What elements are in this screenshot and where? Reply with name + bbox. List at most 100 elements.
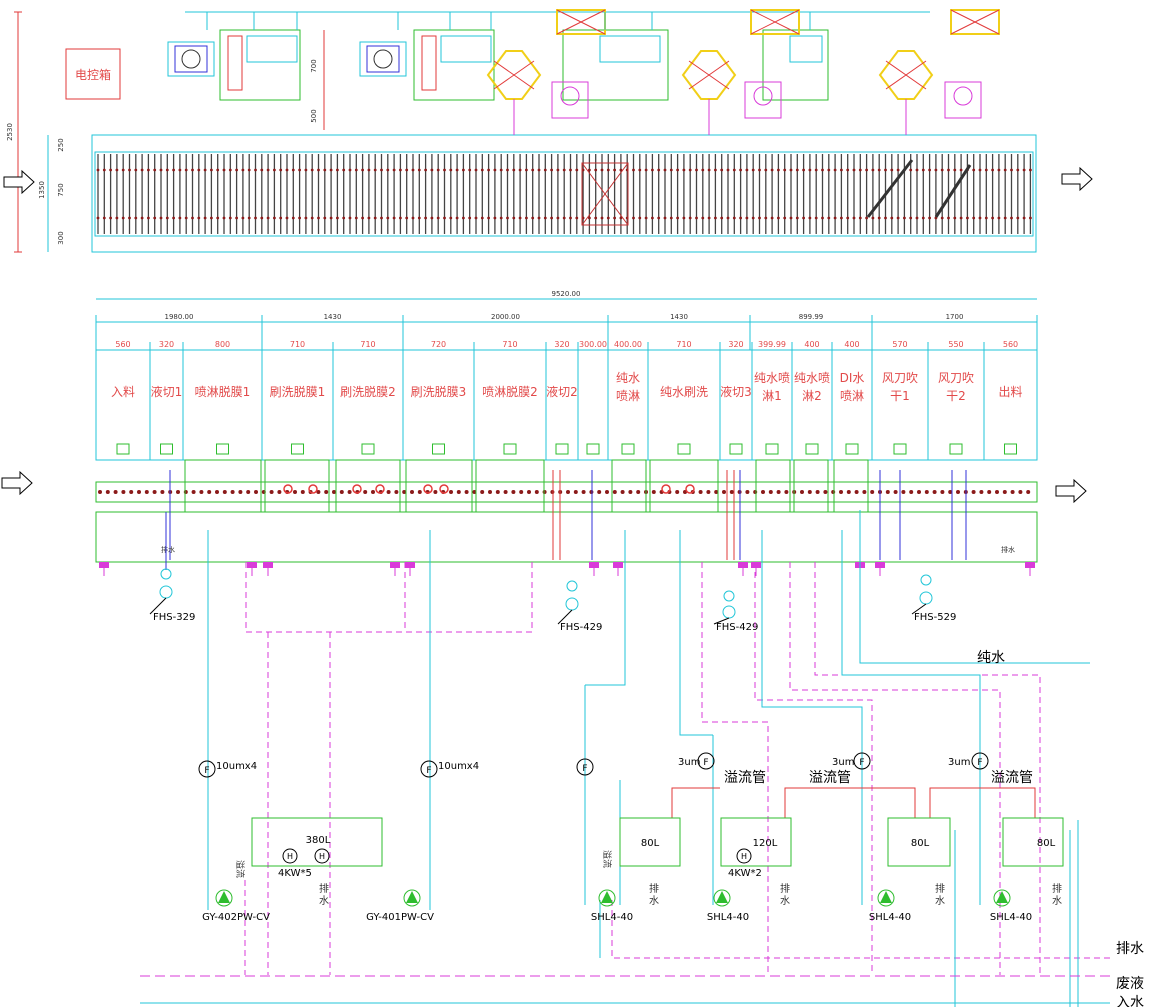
roller-dot <box>317 168 320 172</box>
roller-dot <box>940 216 944 220</box>
roller-dot <box>651 216 654 220</box>
roller-dot <box>339 490 344 494</box>
roller-dot <box>1022 216 1026 220</box>
roller-dot <box>959 216 963 220</box>
elev-flow-in-arrow-icon <box>1 470 33 496</box>
roller-dot <box>109 216 112 220</box>
roller-dot <box>947 216 950 220</box>
roller-dot <box>644 216 648 220</box>
roller-dot <box>784 490 789 494</box>
machine-foot <box>1025 562 1035 568</box>
roller-dot <box>373 168 377 172</box>
roller-dot <box>915 216 919 220</box>
blower-1 <box>551 81 589 119</box>
roller-dot <box>160 490 165 494</box>
zone-width-label: 710 <box>676 340 691 349</box>
roller-dot <box>215 490 219 494</box>
roller-dot <box>707 168 711 172</box>
roller-dot <box>222 490 227 494</box>
roller-dot <box>159 168 163 172</box>
roller-dot <box>102 216 106 220</box>
roller-dot <box>1016 168 1020 172</box>
roller-dot <box>323 168 327 172</box>
roller-dot <box>367 216 371 220</box>
roller-dot <box>753 490 758 494</box>
roller-dot <box>506 216 509 220</box>
roller-dot <box>669 168 673 172</box>
dim-inner-2: 750 <box>57 183 65 196</box>
roller-dot <box>714 216 717 220</box>
roller-dot <box>159 216 163 220</box>
roller-dot <box>474 216 478 220</box>
roller-dot <box>165 168 169 172</box>
roller-dot <box>317 216 320 220</box>
roller-dot <box>137 490 141 494</box>
roller-dot <box>178 168 182 172</box>
roller-dot <box>885 490 890 494</box>
roller-dot <box>153 216 157 220</box>
roller-dot <box>606 216 610 220</box>
roller-dot <box>893 490 898 494</box>
svg-text:3um: 3um <box>948 757 970 768</box>
roller-dot <box>543 216 547 220</box>
roller-dot <box>852 168 856 172</box>
heater-side-label: 溢流 <box>234 860 246 878</box>
roller-dot <box>277 490 282 494</box>
roller-dot <box>300 490 305 494</box>
gauge-icon <box>677 443 691 455</box>
roller-dot <box>348 168 352 172</box>
drain-label: 水 <box>649 895 659 907</box>
roller-dot <box>597 490 602 494</box>
roller-dot <box>589 490 594 494</box>
dim-inner-1: 250 <box>57 138 65 151</box>
roller-dot <box>503 490 508 494</box>
roller-dot <box>745 490 750 494</box>
machine-foot <box>247 562 257 568</box>
roller-dot <box>840 216 843 220</box>
roller-dot <box>924 490 929 494</box>
svg-text:380L: 380L <box>306 835 331 846</box>
roller-dot <box>436 216 440 220</box>
roller-dot <box>638 216 642 220</box>
drain-label: 水 <box>780 895 790 907</box>
roller-dot <box>304 216 308 220</box>
pumps <box>215 889 1011 907</box>
roller-dot <box>745 168 749 172</box>
dim-inner-3: 300 <box>57 231 65 244</box>
roller-dot <box>216 168 220 172</box>
roller-dot <box>915 168 919 172</box>
roller-dot <box>870 490 875 494</box>
chamber-box <box>833 459 869 513</box>
machine-feet <box>99 562 1035 576</box>
roller-dot <box>789 168 793 172</box>
roller-dot <box>953 168 957 172</box>
brush-roller-icon <box>308 484 318 494</box>
brush-roller-icon <box>375 484 385 494</box>
roller-dot <box>729 490 734 494</box>
roller-dot <box>474 168 478 172</box>
roller-dot <box>134 216 138 220</box>
roller-dot <box>802 168 805 172</box>
roller-dot <box>347 490 352 494</box>
gauge-icon <box>361 443 375 455</box>
roller-dot <box>254 168 257 172</box>
zone-width-label: 320 <box>554 340 569 349</box>
roller-dot <box>566 490 570 494</box>
roller-dot <box>972 216 976 220</box>
roller-dot <box>833 168 837 172</box>
brush-roller-icon <box>283 484 293 494</box>
roller-dot <box>310 168 314 172</box>
roller-dot <box>1003 216 1007 220</box>
roller-dot <box>487 168 490 172</box>
roller-dot <box>386 168 390 172</box>
roller-dot <box>928 168 931 172</box>
roller-dot <box>456 490 461 494</box>
roller-dot <box>862 490 867 494</box>
roller-dot <box>1003 168 1007 172</box>
roller-dot <box>575 216 579 220</box>
roller-dot <box>745 216 749 220</box>
pump-triangle <box>218 891 230 903</box>
roller-dot <box>436 168 440 172</box>
roller-dot <box>695 168 698 172</box>
